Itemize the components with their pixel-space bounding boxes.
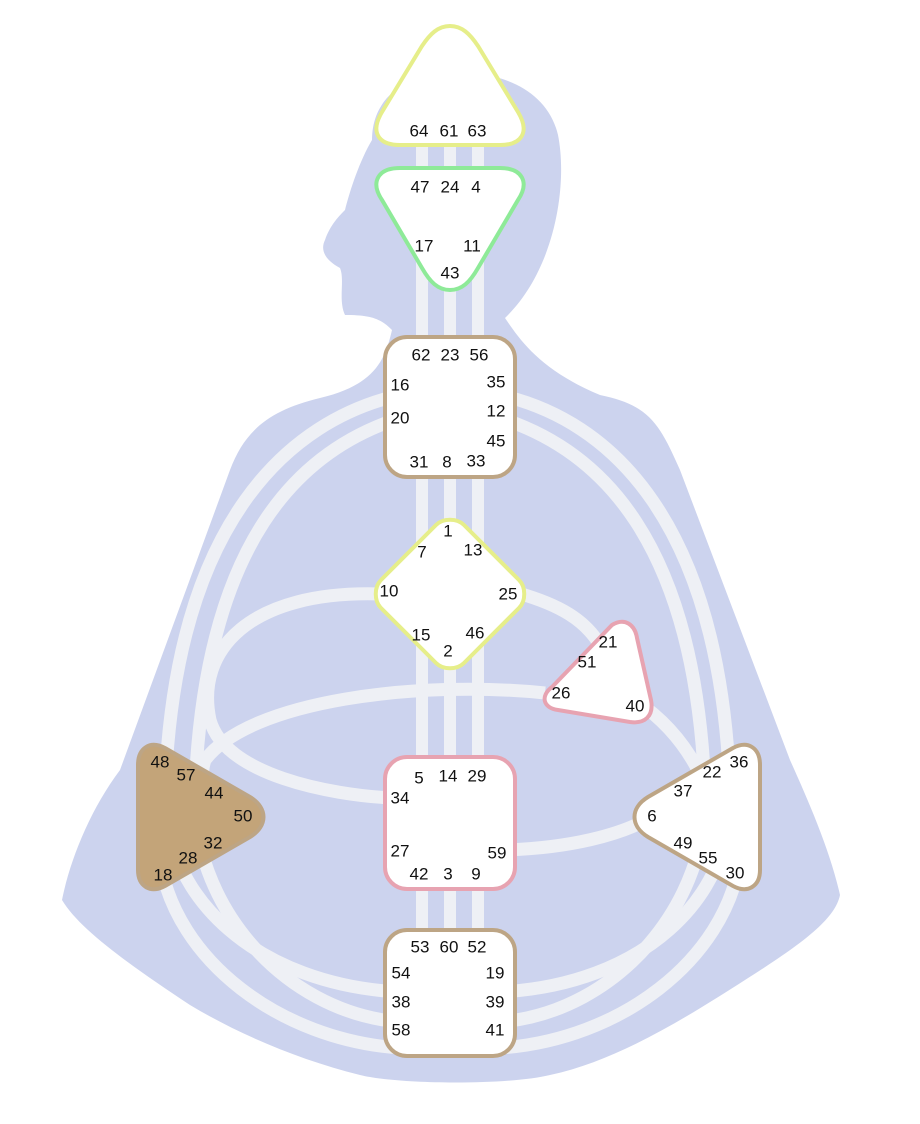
root-center-shape: [383, 928, 517, 1058]
gate-35: 35: [487, 373, 506, 392]
head-center-shape: [374, 23, 526, 147]
gate-12: 12: [487, 402, 506, 421]
channel-arc-right-3: [499, 859, 747, 1055]
center-spleen: 48 57 44 50 32 28 18: [136, 742, 266, 892]
gate-36: 36: [730, 753, 749, 772]
gate-49: 49: [674, 834, 693, 853]
gate-14: 14: [439, 767, 458, 786]
throat-center-shape: [383, 335, 517, 479]
gate-62: 62: [412, 346, 431, 365]
g-center-shape: [373, 517, 527, 671]
gate-30: 30: [726, 864, 745, 883]
gate-51: 51: [578, 653, 597, 672]
gate-10: 10: [380, 582, 399, 601]
gate-4: 4: [471, 178, 480, 197]
gate-6: 6: [647, 807, 656, 826]
gate-39: 39: [486, 993, 505, 1012]
gate-29: 29: [468, 767, 487, 786]
gate-23: 23: [441, 346, 460, 365]
gate-48: 48: [151, 753, 170, 772]
gate-47: 47: [411, 178, 430, 197]
solar-plexus-center-shape: [632, 742, 762, 892]
gate-26: 26: [552, 684, 571, 703]
sacral-center-shape: [383, 755, 517, 891]
center-g: 1 7 13 10 25 15 46 2: [373, 517, 527, 671]
gate-2: 2: [443, 642, 452, 661]
gate-22: 22: [703, 763, 722, 782]
gate-24: 24: [441, 178, 460, 197]
channel-g-heart: [516, 586, 606, 649]
gate-1: 1: [443, 522, 452, 541]
gate-3: 3: [443, 865, 452, 884]
gate-43: 43: [441, 264, 460, 283]
gate-37: 37: [674, 782, 693, 801]
gate-54: 54: [392, 964, 411, 983]
gate-16: 16: [391, 376, 410, 395]
gate-45: 45: [487, 432, 506, 451]
gate-15: 15: [412, 626, 431, 645]
gate-34: 34: [391, 789, 410, 808]
gate-21: 21: [599, 633, 618, 652]
gate-25: 25: [499, 585, 518, 604]
gate-13: 13: [464, 541, 483, 560]
channel-loop-g-spleen: [201, 587, 393, 805]
gate-53: 53: [411, 938, 430, 957]
gate-19: 19: [486, 964, 505, 983]
gate-57: 57: [177, 766, 196, 785]
center-ajna: 47 24 4 17 11 43: [374, 166, 526, 293]
gate-46: 46: [466, 624, 485, 643]
gate-59: 59: [488, 844, 507, 863]
gate-58: 58: [392, 1021, 411, 1040]
spleen-center-shape: [136, 742, 266, 892]
gate-5: 5: [414, 769, 423, 788]
center-solar-plexus: 36 22 37 6 49 55 30: [632, 742, 762, 892]
gate-27: 27: [391, 842, 410, 861]
gate-11: 11: [463, 237, 481, 256]
gate-17: 17: [415, 237, 434, 256]
gate-61: 61: [440, 122, 459, 141]
gate-41: 41: [486, 1021, 505, 1040]
gate-7: 7: [417, 543, 426, 562]
gate-20: 20: [391, 409, 410, 428]
gate-8: 8: [442, 453, 451, 472]
center-root: 53 60 52 54 19 38 39 58 41: [383, 928, 517, 1058]
gate-44: 44: [205, 784, 224, 803]
heart-center-shape: [542, 619, 654, 725]
channel-arc-left-3: [153, 859, 401, 1055]
gate-31: 31: [410, 453, 429, 472]
gate-64: 64: [410, 122, 429, 141]
gate-33: 33: [467, 452, 486, 471]
center-heart: 21 51 26 40: [542, 619, 654, 725]
gate-50: 50: [234, 807, 253, 826]
gate-56: 56: [470, 346, 489, 365]
center-head: 64 61 63: [374, 23, 526, 147]
gate-42: 42: [410, 865, 429, 884]
ajna-center-shape: [374, 166, 526, 293]
gate-32: 32: [204, 834, 223, 853]
gate-52: 52: [468, 938, 487, 957]
gate-55: 55: [699, 849, 718, 868]
gate-18: 18: [154, 866, 173, 885]
gate-63: 63: [468, 122, 487, 141]
center-sacral: 5 14 29 34 27 59 42 3 9: [383, 755, 517, 891]
gate-28: 28: [179, 849, 198, 868]
gate-60: 60: [440, 938, 459, 957]
gate-9: 9: [471, 865, 480, 884]
gate-40: 40: [626, 697, 645, 716]
gate-38: 38: [392, 993, 411, 1012]
center-throat: 62 23 56 16 35 12 20 45 31 8 33: [383, 335, 517, 479]
